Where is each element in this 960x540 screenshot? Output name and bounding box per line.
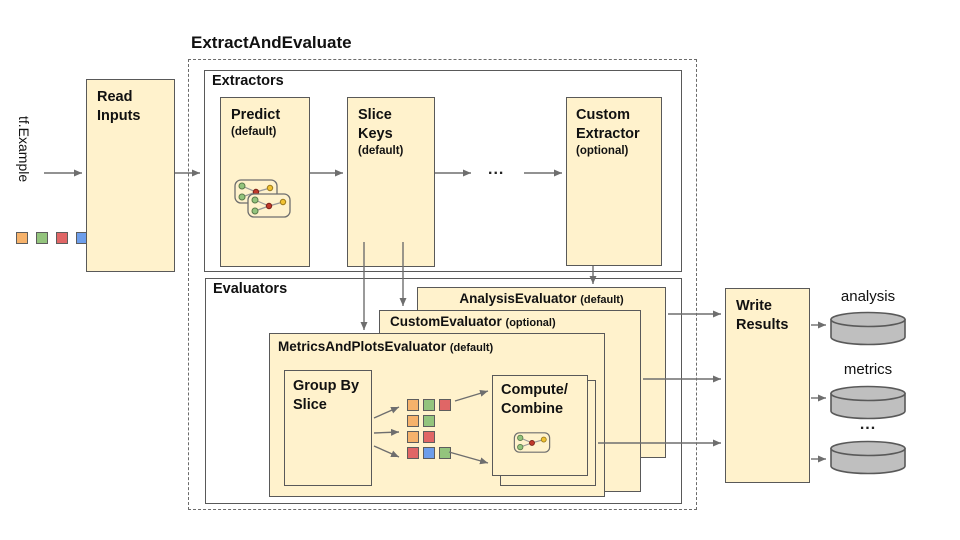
slice-grid	[407, 399, 451, 463]
slice-keys-label: Slice Keys	[358, 107, 393, 142]
predict-extractor-box: Predict (default)	[220, 97, 310, 267]
read-inputs-label: Read Inputs	[97, 89, 141, 124]
group-by-slice-label: Group By Slice	[293, 378, 360, 413]
green-square	[423, 415, 435, 427]
extractors-section: Extractors	[204, 70, 682, 272]
analysis-output-label: analysis	[840, 288, 896, 305]
metrics-and-plots-evaluator-label: MetricsAndPlotsEvaluator (default)	[278, 339, 494, 354]
write-results-box: Write Results	[725, 288, 810, 483]
red-square	[423, 431, 435, 443]
blue-square	[423, 447, 435, 459]
custom-evaluator-label: CustomEvaluator (optional)	[390, 314, 556, 329]
other-database-icon	[830, 440, 906, 475]
orange-square	[16, 232, 28, 244]
custom-extractor-label: Custom Extractor	[576, 107, 640, 142]
evaluators-section: Evaluators	[205, 278, 682, 504]
custom-extractor-sub-label: (optional)	[576, 144, 629, 157]
tf-example-squares	[16, 232, 92, 248]
more-outputs-ellipsis: ...	[859, 416, 877, 433]
red-square	[56, 232, 68, 244]
compute-combine-label-line2: Combine	[501, 400, 564, 417]
red-square	[407, 447, 419, 459]
orange-square	[407, 399, 419, 411]
metrics-output-label: metrics	[843, 361, 893, 378]
orange-square	[407, 415, 419, 427]
write-results-label: Write Results	[736, 298, 789, 333]
analysis-database-icon	[830, 311, 906, 346]
compute-combine-label-line1: Compute/	[501, 382, 568, 398]
metrics-database-icon	[830, 385, 906, 420]
custom-extractor-box: Custom Extractor (optional)	[566, 97, 662, 266]
model-graph-icon	[247, 193, 291, 218]
read-inputs-box: Read Inputs	[86, 79, 175, 272]
input-format-label: tf.Example	[16, 116, 32, 183]
diagram-title: ExtractAndEvaluate	[191, 33, 352, 52]
predict-label: Predict	[231, 107, 281, 123]
green-square	[439, 447, 451, 459]
extract-and-evaluate-container	[188, 59, 697, 510]
slice-keys-sub-label: (default)	[358, 144, 404, 157]
predict-sub-label: (default)	[231, 125, 277, 138]
extractors-label: Extractors	[212, 73, 284, 89]
compute-combine-box: Compute/ Combine	[492, 375, 588, 476]
group-by-slice-box: Group By Slice	[284, 370, 372, 486]
orange-square	[407, 431, 419, 443]
more-extractors-ellipsis: ...	[488, 161, 505, 178]
red-square	[439, 399, 451, 411]
analysis-evaluator-label: AnalysisEvaluator (default)	[459, 291, 624, 306]
slice-keys-extractor-box: Slice Keys (default)	[347, 97, 435, 267]
green-square	[423, 399, 435, 411]
model-graph-icon	[513, 431, 551, 453]
model-graph-icon	[234, 179, 278, 204]
evaluators-label: Evaluators	[213, 281, 288, 297]
green-square	[36, 232, 48, 244]
